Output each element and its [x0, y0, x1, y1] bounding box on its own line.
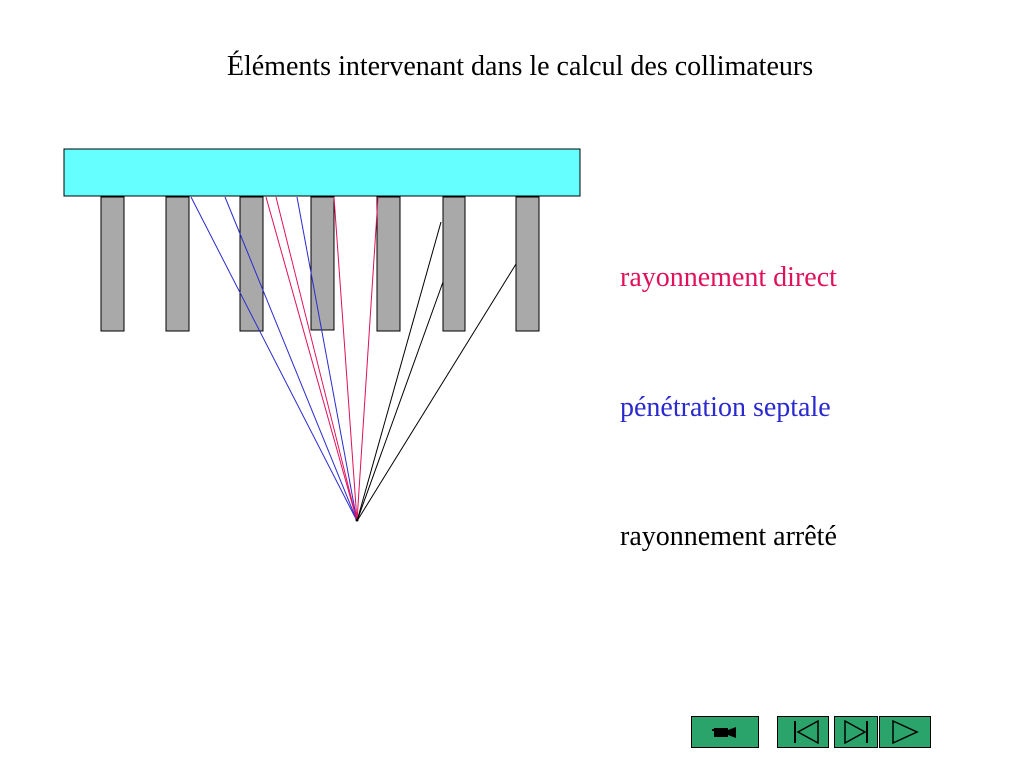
direct-ray [265, 196, 358, 522]
legend-septal-penetration: pénétration septale [620, 392, 831, 423]
legend-stopped-radiation: rayonnement arrêté [620, 521, 837, 552]
direct-rays [265, 196, 379, 522]
slide-title: Éléments intervenant dans le calcul des … [226, 51, 814, 82]
skip-forward-icon [844, 719, 868, 745]
play-icon [892, 719, 919, 745]
first-slide-button[interactable] [777, 716, 829, 748]
septum [165, 196, 190, 332]
next-slide-button[interactable] [879, 716, 931, 748]
skip-back-icon [794, 719, 819, 745]
septum [515, 196, 540, 332]
direct-ray [275, 196, 358, 522]
direct-ray [356, 196, 379, 522]
direct-ray [333, 196, 358, 522]
stopped-ray [356, 221, 442, 522]
septal-ray [224, 196, 358, 522]
septum [100, 196, 125, 332]
septal-ray [190, 196, 358, 522]
last-slide-button[interactable] [834, 716, 878, 748]
stopped-rays [356, 221, 517, 522]
septum [239, 196, 264, 332]
septum [310, 196, 335, 331]
detector-crystal [63, 148, 581, 197]
camera-button[interactable] [691, 716, 759, 748]
point-source [355, 518, 359, 522]
legend-direct-radiation: rayonnement direct [620, 262, 837, 293]
septal-penetration-rays [190, 196, 358, 522]
stopped-ray [356, 281, 444, 522]
septum [376, 196, 401, 332]
septal-ray [296, 196, 358, 522]
septum [442, 196, 466, 332]
stopped-ray [356, 263, 517, 522]
collimator-septa [100, 196, 540, 332]
camera-icon [712, 727, 736, 738]
